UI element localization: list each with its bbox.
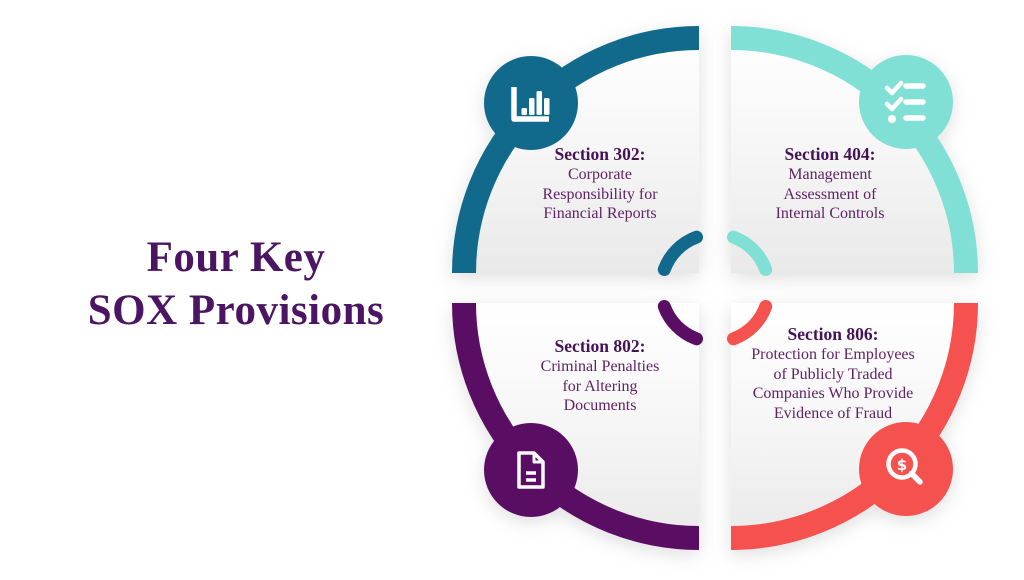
quadrant-302 — [452, 26, 703, 276]
section-302-body: Corporate Responsibility for Financial R… — [542, 166, 658, 222]
document-icon — [517, 451, 545, 489]
quadrant-802-fill — [456, 303, 699, 546]
section-806-label: Section 806: Protection for Employees of… — [703, 324, 963, 423]
dollar-glyph: $ — [897, 456, 907, 474]
section-806-body: Protection for Employees of Publicly Tra… — [751, 346, 915, 422]
quadrant-802 — [452, 300, 703, 550]
section-806-heading: Section 806: — [787, 324, 879, 344]
page-title-line1: Four Key — [146, 234, 326, 281]
search-dollar-icon: $ — [886, 448, 923, 485]
quadrant-302-fill — [456, 30, 699, 273]
center-arc-806 — [727, 300, 773, 346]
quadrant-806: $ — [727, 300, 978, 550]
section-302-heading: Section 302: — [554, 144, 646, 164]
quadrant-404 — [727, 26, 978, 276]
section-802-label: Section 802: Criminal Penalties for Alte… — [470, 336, 730, 416]
section-802-heading: Section 802: — [554, 336, 646, 356]
bar-chart-icon — [511, 87, 550, 122]
checklist-icon — [884, 80, 926, 123]
section-404-heading: Section 404: — [784, 144, 876, 164]
section-302-label: Section 302: Corporate Responsibility fo… — [470, 144, 730, 224]
icon-circle-802 — [484, 423, 578, 517]
quadrant-806-fill — [731, 303, 974, 546]
page-title: Four Key SOX Provisions — [20, 231, 452, 337]
center-arc-302 — [657, 230, 703, 276]
section-802-body: Criminal Penalties for Altering Document… — [540, 358, 660, 414]
section-404-label: Section 404: Management Assessment of In… — [700, 144, 960, 224]
page-title-line2: SOX Provisions — [87, 287, 385, 334]
section-404-body: Management Assessment of Internal Contro… — [775, 166, 885, 222]
quadrant-404-fill — [731, 30, 974, 273]
center-arc-802 — [657, 300, 703, 346]
icon-circle-806 — [859, 422, 953, 516]
center-arc-404 — [727, 230, 773, 276]
